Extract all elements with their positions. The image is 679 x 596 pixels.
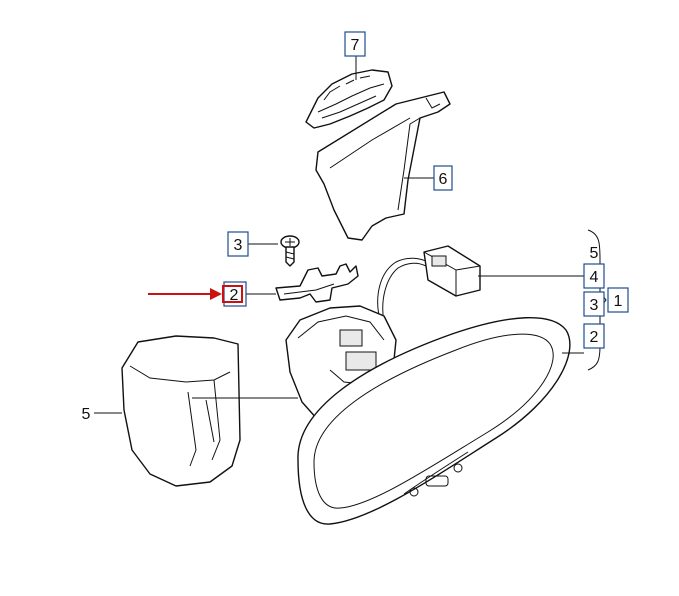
callout-5-left-label: 5 [82,406,91,423]
callout-3-right: 3 [583,291,605,317]
callout-1: 1 [607,287,629,313]
callout-5-right: 5 [590,245,599,262]
callout-5-right-label: 5 [590,245,599,262]
part-4-connector [377,245,481,323]
callout-2-right-label: 2 [590,329,599,346]
callout-3-label: 3 [234,237,243,254]
part-2-spring-clip [275,263,359,303]
callout-7: 7 [344,31,366,57]
part-6-cover [315,91,451,241]
callout-4-label: 4 [590,269,599,286]
callout-3: 3 [227,231,249,257]
callout-2-highlighted: 2 [222,281,247,307]
callout-2-right: 2 [583,323,605,349]
highlight-arrow [148,288,222,300]
callout-7-label: 7 [351,37,360,54]
part-mirror-body [297,317,571,525]
callout-3-right-label: 3 [590,297,599,314]
callout-1-label: 1 [614,293,623,310]
callout-6: 6 [433,165,453,191]
callout-4: 4 [583,263,605,289]
callout-6-label: 6 [439,171,448,188]
part-3-screw [280,235,300,267]
callout-5-left: 5 [82,406,91,423]
part-7-trim-clip [305,69,393,129]
callout-2-highlighted-label: 2 [230,287,239,304]
leader-lines [94,56,607,414]
part-5-housing-cover-left [121,335,241,487]
